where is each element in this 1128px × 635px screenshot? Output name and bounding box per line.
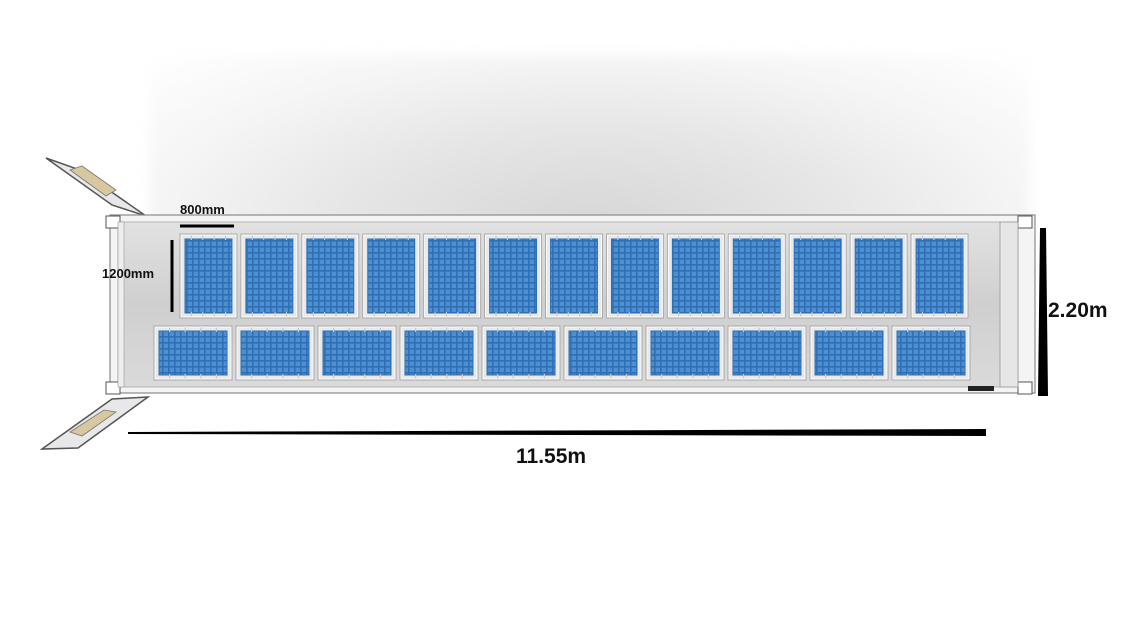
pallet-width-label: 800mm xyxy=(180,202,225,217)
wire-cage xyxy=(423,233,482,319)
wire-cage xyxy=(484,233,543,319)
wire-cage xyxy=(235,325,315,381)
door-top xyxy=(45,157,147,217)
wire-cage xyxy=(788,233,847,319)
wire-cage xyxy=(399,325,479,381)
container-length-label: 11.55m xyxy=(516,445,587,468)
wire-cage xyxy=(301,233,360,319)
wire-cage xyxy=(563,325,643,381)
container-width-dimension-line xyxy=(1038,228,1048,396)
wire-cage xyxy=(545,233,603,319)
wire-cage xyxy=(910,233,969,319)
pallet-length-label: 1200mm xyxy=(102,266,155,281)
top-row-cages xyxy=(179,233,969,319)
wire-cage xyxy=(605,233,664,319)
wire-cage xyxy=(727,233,786,319)
wire-cage xyxy=(362,233,421,319)
container-width-label: 2.20m xyxy=(1048,299,1108,322)
container-length-dimension-line xyxy=(128,429,986,436)
wire-cage xyxy=(849,233,908,319)
wire-cage xyxy=(240,233,299,319)
wire-cage xyxy=(317,325,397,381)
container-shadow xyxy=(150,55,1030,225)
wire-cage xyxy=(666,233,725,319)
wire-cage xyxy=(179,233,238,319)
bottom-row-cages xyxy=(153,325,971,381)
wire-cage xyxy=(153,325,233,381)
wire-cage xyxy=(481,325,561,381)
wire-cage xyxy=(645,325,725,381)
wire-cage xyxy=(809,325,889,381)
wire-cage xyxy=(727,325,807,381)
wire-cage xyxy=(891,325,971,381)
door-bottom xyxy=(39,396,151,450)
